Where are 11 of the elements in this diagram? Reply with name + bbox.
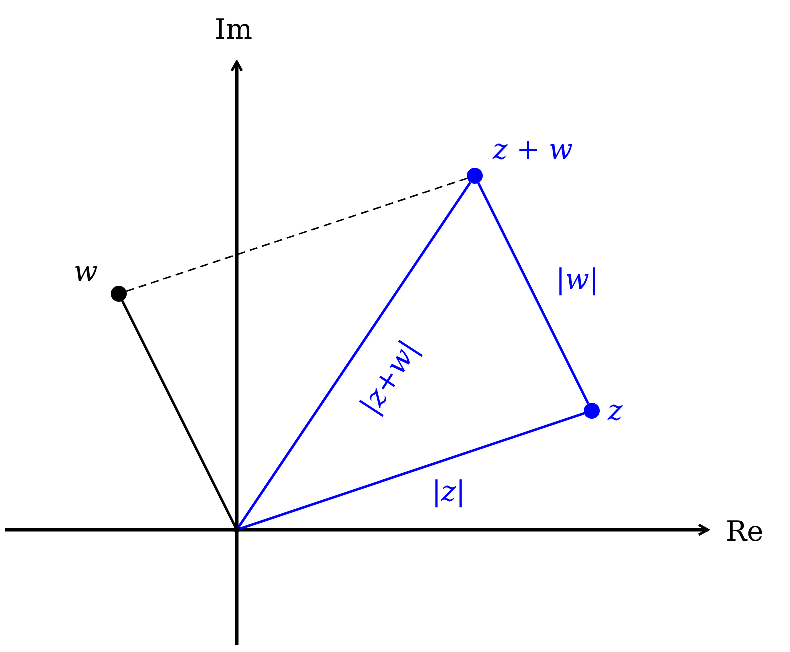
edge-label: |w|	[556, 266, 599, 294]
axis-label: Re	[726, 518, 764, 546]
point-label: z + w	[493, 136, 573, 164]
line-segment	[236, 182, 472, 531]
line-segment	[236, 412, 585, 532]
axis-label: Im	[215, 16, 253, 44]
line-segment	[477, 182, 590, 404]
point-label: w	[74, 258, 98, 286]
point-label: z	[608, 397, 623, 425]
dashed-line	[126, 178, 468, 292]
edge-label: |z|	[432, 478, 466, 506]
